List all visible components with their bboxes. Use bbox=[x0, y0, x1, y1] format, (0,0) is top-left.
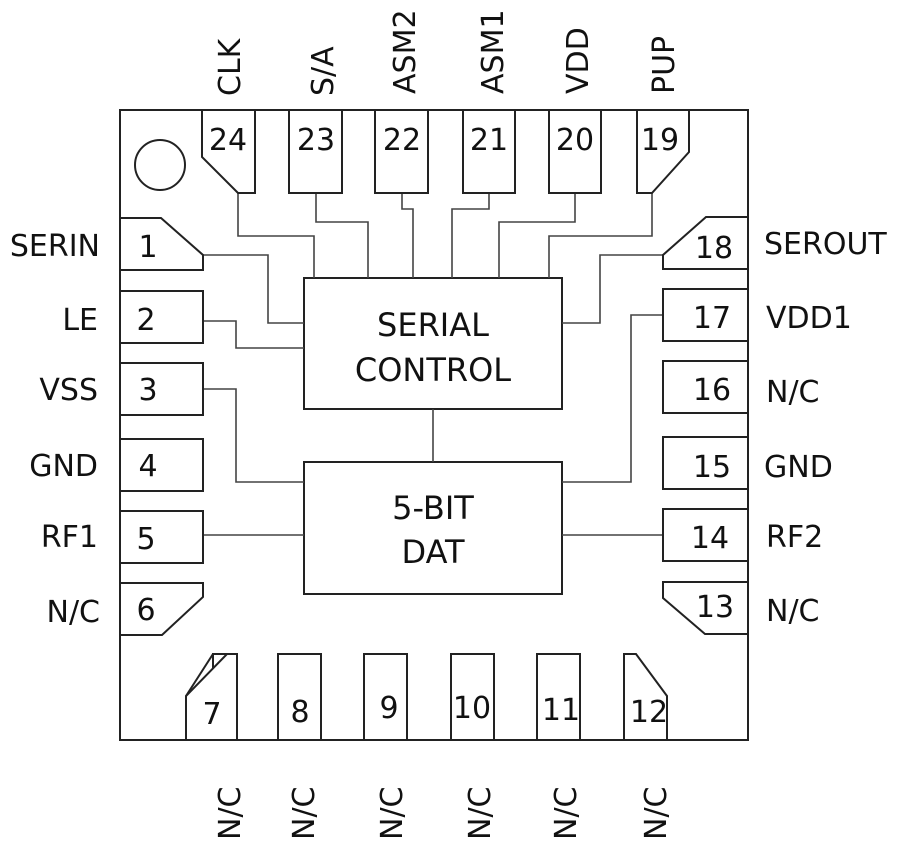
pin-3-number: 3 bbox=[138, 373, 157, 408]
pin-13-number: 13 bbox=[696, 590, 734, 625]
pin-2-pad bbox=[119, 290, 204, 344]
pin-7-label: N/C bbox=[213, 787, 248, 841]
pin-3-label: VSS bbox=[39, 373, 98, 408]
package-body bbox=[119, 109, 749, 741]
wire-pin21 bbox=[451, 193, 490, 278]
pin-17-label: VDD1 bbox=[766, 301, 852, 336]
pin-8-number: 8 bbox=[290, 695, 309, 730]
wire-pin3 bbox=[203, 388, 304, 483]
pin-6-number: 6 bbox=[136, 593, 155, 628]
pin-19-number: 19 bbox=[641, 123, 679, 158]
serial-control-label-line2: CONTROL bbox=[355, 351, 511, 389]
pin-4-label: GND bbox=[29, 449, 98, 484]
bottom-pins: 7 N/C 8 N/C 9 N/C 10 N/C 11 N/C 12 N/C bbox=[185, 653, 674, 841]
pin-4-pad bbox=[119, 438, 204, 492]
pin-10-label: N/C bbox=[463, 787, 498, 841]
pin-20-label: VDD bbox=[561, 27, 596, 94]
left-pins: 1 SERIN 2 LE 3 VSS 4 GND 5 RF1 6 N/C bbox=[10, 217, 204, 636]
pin-14-pad bbox=[662, 508, 749, 562]
pin-12-pad bbox=[623, 653, 668, 741]
pin-5-number: 5 bbox=[136, 522, 155, 557]
pin-23-number: 23 bbox=[297, 123, 335, 158]
pin-24-pad bbox=[201, 109, 256, 194]
pin-15-label: GND bbox=[764, 450, 833, 485]
pin-24-label: CLK bbox=[213, 37, 248, 96]
pin-13-label: N/C bbox=[766, 594, 820, 629]
pin-6-pad bbox=[119, 582, 204, 636]
pin1-marker-dot bbox=[134, 139, 186, 191]
pin-19-label: PUP bbox=[647, 36, 682, 94]
pin-9-pad bbox=[363, 653, 408, 741]
pin-21-number: 21 bbox=[470, 123, 508, 158]
pin-4-number: 4 bbox=[138, 449, 157, 484]
pin-9-number: 9 bbox=[379, 691, 398, 726]
wires bbox=[203, 193, 663, 536]
wire-pin24 bbox=[237, 193, 315, 278]
pin-13-pad bbox=[662, 581, 749, 635]
dat-block bbox=[303, 461, 563, 595]
pin-12-label: N/C bbox=[639, 787, 674, 841]
pin-10-pad bbox=[450, 653, 495, 741]
pin-24-number: 24 bbox=[209, 123, 247, 158]
pin-20-pad bbox=[548, 109, 602, 194]
wire-pin17 bbox=[562, 314, 663, 483]
pin-12-number: 12 bbox=[630, 695, 668, 730]
pin-11-label: N/C bbox=[549, 787, 584, 841]
pin-5-pad bbox=[119, 510, 204, 564]
pin-21-pad bbox=[462, 109, 516, 194]
pin-15-pad bbox=[662, 436, 749, 490]
pin-11-pad bbox=[536, 653, 581, 741]
pin-20-number: 20 bbox=[556, 123, 594, 158]
pin-7-pad bbox=[185, 653, 238, 741]
pin-17-number: 17 bbox=[693, 301, 731, 336]
pin-5-label: RF1 bbox=[41, 520, 98, 555]
pin-11-number: 11 bbox=[542, 693, 580, 728]
wire-pin18 bbox=[562, 254, 663, 324]
dat-label-line1: 5-BIT bbox=[392, 489, 474, 527]
pin-16-number: 16 bbox=[693, 373, 731, 408]
pin-22-number: 22 bbox=[383, 123, 421, 158]
pin-1-number: 1 bbox=[138, 230, 157, 265]
pin-3-pad bbox=[119, 362, 204, 416]
pin-22-label: ASM2 bbox=[388, 9, 423, 94]
pin-18-pad bbox=[662, 216, 749, 270]
pin-1-pad bbox=[119, 217, 204, 271]
pin-1-label: SERIN bbox=[10, 229, 100, 264]
dat-label-line2: DAT bbox=[401, 533, 464, 571]
pin-18-number: 18 bbox=[695, 231, 733, 266]
pin-15-number: 15 bbox=[693, 450, 731, 485]
wire-pin2 bbox=[203, 320, 304, 349]
pin-17-pad bbox=[662, 288, 749, 342]
pin-14-number: 14 bbox=[691, 521, 729, 556]
pin-8-pad bbox=[277, 653, 322, 741]
pin-16-label: N/C bbox=[766, 375, 820, 410]
pin-7-number: 7 bbox=[202, 697, 221, 732]
pin-2-number: 2 bbox=[136, 303, 155, 338]
pin-9-label: N/C bbox=[375, 787, 410, 841]
pin-18-label: SEROUT bbox=[764, 227, 887, 262]
pin-23-label: S/A bbox=[306, 46, 341, 96]
pin-16-pad bbox=[662, 360, 749, 414]
wire-pin22 bbox=[401, 193, 414, 278]
right-pins: 18 SEROUT 17 VDD1 16 N/C 15 GND 14 RF2 1… bbox=[662, 216, 887, 635]
wire-pin1 bbox=[203, 254, 304, 324]
top-pins: 24 CLK 23 S/A 22 ASM2 21 ASM1 20 VDD 19 … bbox=[201, 9, 690, 194]
pin-2-label: LE bbox=[62, 303, 98, 338]
wire-pin19 bbox=[548, 193, 653, 278]
pin-8-label: N/C bbox=[287, 787, 322, 841]
serial-control-label-line1: SERIAL bbox=[377, 306, 489, 344]
pin-23-pad bbox=[288, 109, 343, 194]
pin-14-label: RF2 bbox=[766, 520, 823, 555]
wire-pin20 bbox=[498, 193, 576, 278]
pin-6-label: N/C bbox=[47, 595, 101, 630]
pin-22-pad bbox=[374, 109, 429, 194]
pin-19-pad bbox=[636, 109, 690, 194]
wire-pin23 bbox=[315, 193, 369, 278]
pin-10-number: 10 bbox=[453, 691, 491, 726]
pin-21-label: ASM1 bbox=[476, 9, 511, 94]
